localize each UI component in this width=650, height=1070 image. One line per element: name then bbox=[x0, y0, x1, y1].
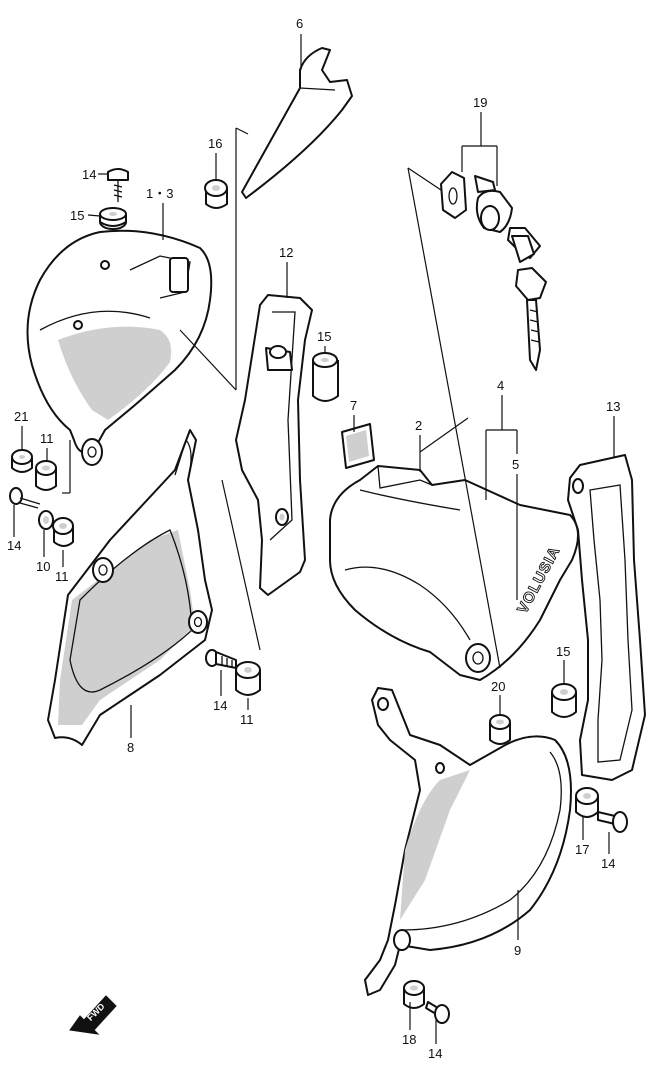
leader-lines bbox=[13, 34, 615, 1044]
callout-12: 12 bbox=[279, 245, 293, 260]
callout-9: 9 bbox=[514, 943, 521, 958]
part-20-grommet bbox=[489, 714, 511, 745]
part-21-grommet bbox=[11, 449, 33, 473]
part-18-collar bbox=[403, 980, 425, 1009]
assembly-lines bbox=[62, 127, 501, 669]
callout-11-a: 11 bbox=[40, 431, 54, 446]
callout-15-right: 15 bbox=[556, 644, 570, 659]
callout-15-middle: 15 bbox=[317, 329, 331, 344]
part-1-3-frame-cover-left bbox=[26, 229, 213, 466]
part-7-label bbox=[341, 423, 375, 469]
callout-11-c: 11 bbox=[240, 712, 254, 727]
part-14-screw-right bbox=[597, 811, 628, 833]
callout-10: 10 bbox=[36, 559, 50, 574]
part-13-bracket-right bbox=[567, 454, 646, 781]
callout-labels: 6 1・3 16 14 15 12 15 7 2 4 5 19 13 21 11… bbox=[7, 16, 620, 1061]
part-14-screw-bottom bbox=[425, 1001, 450, 1024]
callout-6: 6 bbox=[296, 16, 303, 31]
part-15-grommet-right bbox=[551, 683, 577, 718]
part-11-collar-a bbox=[35, 460, 57, 491]
part-14-screw-middle bbox=[205, 649, 237, 669]
callout-14-bottom: 14 bbox=[428, 1046, 442, 1061]
part-10-washer bbox=[38, 510, 54, 530]
part-15-grommet-top bbox=[99, 207, 127, 230]
callout-14-top: 14 bbox=[82, 167, 96, 182]
callout-19: 19 bbox=[473, 95, 487, 110]
part-8-side-cover-left bbox=[47, 429, 213, 746]
callout-2: 2 bbox=[415, 418, 422, 433]
part-6-bracket bbox=[241, 47, 353, 199]
callout-8: 8 bbox=[127, 740, 134, 755]
callout-5: 5 bbox=[512, 457, 519, 472]
callout-18: 18 bbox=[402, 1032, 416, 1047]
callout-1-3: 1・3 bbox=[146, 186, 173, 201]
part-11-collar-b bbox=[52, 517, 74, 547]
part-14-screw-left bbox=[9, 487, 41, 509]
part-11-collar-c bbox=[235, 661, 261, 696]
callout-7: 7 bbox=[350, 398, 357, 413]
part-12-bracket bbox=[235, 294, 313, 596]
callout-16: 16 bbox=[208, 136, 222, 151]
callout-20: 20 bbox=[491, 679, 505, 694]
part-17-collar bbox=[575, 787, 599, 818]
part-9-side-cover-right bbox=[364, 687, 572, 996]
part-2-right-frame-cover: VOLUSIA bbox=[329, 465, 579, 681]
part-16-grommet bbox=[204, 179, 228, 209]
part-19-lock-set bbox=[440, 171, 547, 371]
callout-4: 4 bbox=[497, 378, 504, 393]
callout-14-right: 14 bbox=[601, 856, 615, 871]
callout-13: 13 bbox=[606, 399, 620, 414]
part-15-grommet-middle bbox=[312, 352, 339, 402]
callout-15-top: 15 bbox=[70, 208, 84, 223]
callout-11-b: 11 bbox=[55, 569, 69, 584]
part-14-screw-top bbox=[107, 168, 129, 202]
callout-14-middle: 14 bbox=[213, 698, 227, 713]
callout-17: 17 bbox=[575, 842, 589, 857]
fwd-arrow-icon: FWD bbox=[69, 995, 117, 1035]
callout-21: 21 bbox=[14, 409, 28, 424]
callout-14-left: 14 bbox=[7, 538, 21, 553]
